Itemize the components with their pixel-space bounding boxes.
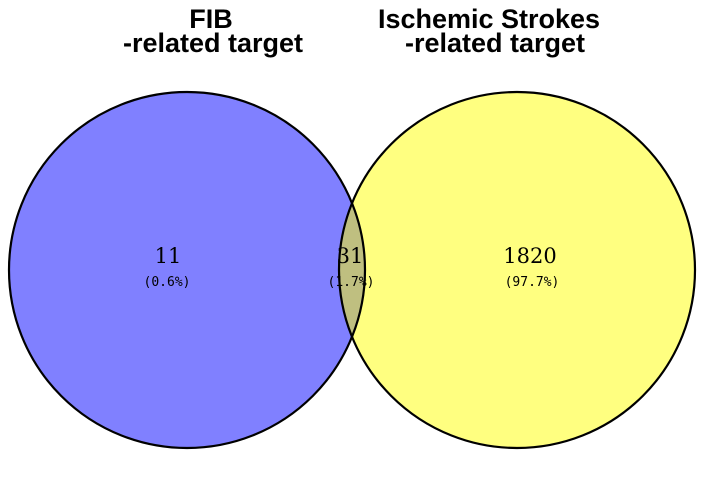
ischemic-circle — [339, 92, 695, 448]
ischemic-title-line1: Ischemic Strokes — [378, 4, 600, 34]
ischemic-circle-outline — [337, 90, 697, 450]
fib-only-count: 11 — [155, 244, 182, 268]
ischemic-only-percent: (97.7%) — [505, 275, 560, 290]
fib-circle — [9, 92, 365, 448]
fib-title-line2: -related target — [123, 28, 303, 58]
intersection-percent: (1.7%) — [328, 275, 375, 290]
ischemic-title-line2: -related target — [405, 28, 585, 58]
intersection-count: 31 — [337, 244, 364, 268]
ischemic-only-count: 1820 — [503, 244, 556, 268]
fib-circle-outline — [7, 90, 367, 450]
fib-title-line1: FIB — [189, 4, 233, 34]
fib-only-percent: (0.6%) — [144, 275, 191, 290]
